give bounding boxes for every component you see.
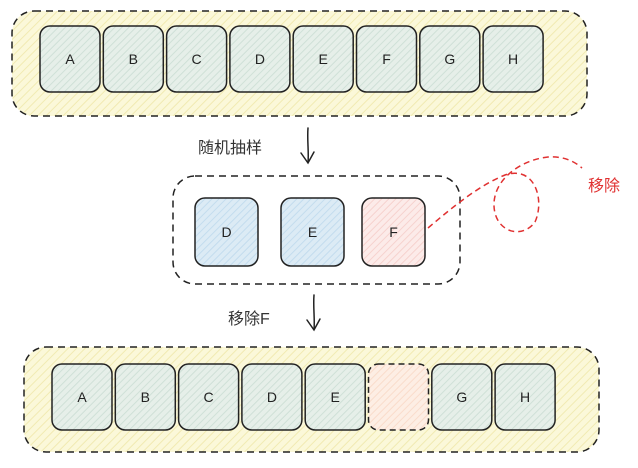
sample-tile-f: F	[361, 197, 426, 267]
bottom-tile-a: A	[51, 363, 113, 431]
down-arrow-2	[306, 294, 321, 332]
top-tile-c-box	[165, 25, 228, 93]
top-tile-d-label: D	[255, 51, 265, 67]
sample-tile-d-box	[194, 197, 259, 267]
top-tile-e: E	[292, 25, 354, 93]
top-tile-e-label: E	[319, 51, 328, 67]
bottom-tile-a-label: A	[77, 389, 87, 405]
sample-tile-e: E	[280, 197, 345, 267]
top-tile-g: G	[419, 25, 481, 93]
sample-container	[172, 175, 461, 285]
bottom-tile-d-label: D	[267, 389, 277, 405]
bottom-tile-a-box	[51, 363, 113, 431]
top-tile-g-box	[419, 25, 481, 93]
top-tile-a: A	[39, 25, 101, 93]
sample-tile-f-box	[361, 197, 426, 267]
bottom-tile-d: D	[241, 363, 303, 431]
top-tile-f-box	[355, 25, 418, 93]
top-tile-b-box	[102, 25, 165, 93]
empty-slot	[367, 363, 430, 431]
step1-label: 随机抽样	[198, 140, 263, 157]
bottom-tile-e-box	[304, 363, 366, 431]
top-tile-b-label: B	[129, 51, 138, 67]
top-tile-h-label: H	[508, 51, 518, 67]
sample-tile-d-label: D	[221, 224, 231, 240]
top-tile-g-label: G	[444, 51, 455, 67]
top-tile-d-box	[229, 25, 291, 93]
bottom-tile-c: C	[177, 363, 240, 431]
sample-tile-e-label: E	[308, 224, 317, 240]
bottom-tile-g: G	[431, 363, 493, 431]
step2-label: 移除F	[228, 311, 270, 328]
bottom-tile-h: H	[494, 363, 556, 431]
top-tile-e-box	[292, 25, 354, 93]
bottom-tile-g-label: G	[456, 389, 467, 405]
top-tile-f: F	[355, 25, 418, 93]
top-tile-c-label: C	[192, 51, 202, 67]
remove-note-label: 移除	[588, 178, 621, 195]
bottom-tile-h-box	[494, 363, 556, 431]
sample-tile-d: D	[194, 197, 259, 267]
sample-tile-f-label: F	[389, 224, 398, 240]
top-tile-a-box	[39, 25, 101, 93]
bottom-tile-b-box	[114, 363, 177, 431]
bottom-tile-e-label: E	[331, 389, 340, 405]
bottom-tile-b: B	[114, 363, 177, 431]
top-tile-h: H	[482, 25, 544, 93]
bottom-tile-e: E	[304, 363, 366, 431]
bottom-tile-g-box	[431, 363, 493, 431]
bottom-tile-c-box	[177, 363, 240, 431]
down-arrow-1	[300, 127, 315, 165]
remove-scribble	[427, 156, 583, 233]
bottom-tile-b-label: B	[141, 389, 150, 405]
sample-tile-e-box	[280, 197, 345, 267]
top-tile-c: C	[165, 25, 228, 93]
top-tile-b: B	[102, 25, 165, 93]
top-tile-a-label: A	[65, 51, 75, 67]
bottom-tile-h-label: H	[520, 389, 530, 405]
bottom-tile-d-box	[241, 363, 303, 431]
top-tile-f-label: F	[382, 51, 391, 67]
empty-slot-box	[367, 363, 430, 431]
top-tile-h-box	[482, 25, 544, 93]
top-tile-d: D	[229, 25, 291, 93]
bottom-tile-c-label: C	[204, 389, 214, 405]
